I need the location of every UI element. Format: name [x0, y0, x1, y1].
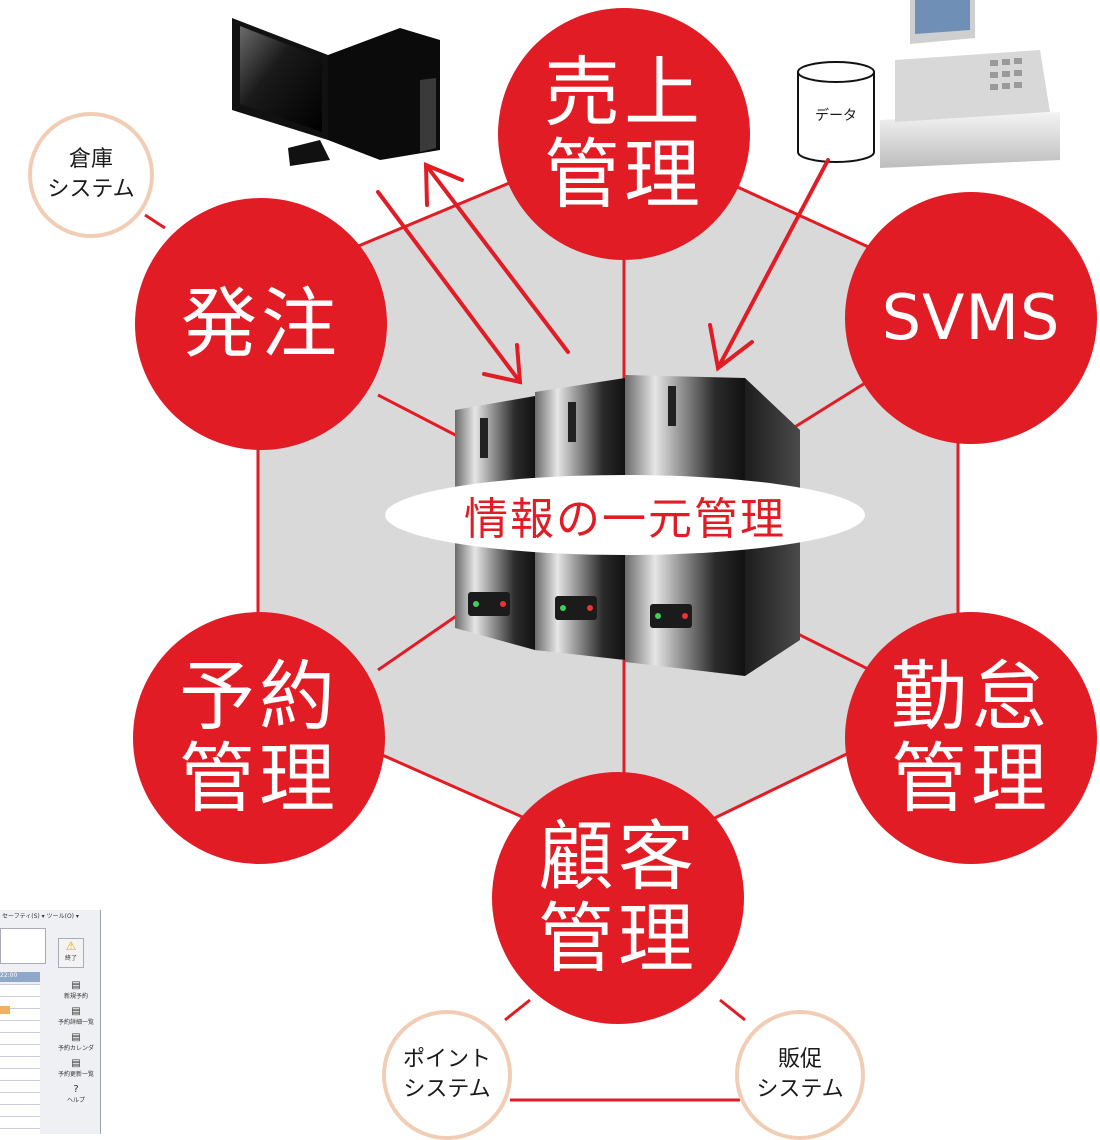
app-exit-label: 終了 — [64, 955, 77, 962]
node-order: 発注 — [135, 198, 387, 450]
app-button-label: 予約カレンダ — [58, 1045, 95, 1052]
reservation-block — [0, 1006, 10, 1014]
list-icon: ▤ — [71, 1058, 81, 1069]
pc-monitor-image — [232, 18, 440, 166]
list-icon: ▤ — [71, 1006, 81, 1017]
satellite-warehouse-line1: 倉庫 — [68, 147, 113, 173]
help-icon: ? — [73, 1084, 79, 1095]
app-button-new-booking[interactable]: ▤ 新規予約 — [58, 980, 94, 1006]
app-time-header: 22:00 — [0, 972, 40, 982]
node-order-line1: 発注 — [181, 278, 341, 368]
app-exit-button[interactable]: ⚠ 終了 — [58, 938, 84, 968]
app-button-label: 予約更新一覧 — [58, 1071, 95, 1078]
node-booking-line2: 管理 — [179, 734, 339, 823]
satellite-promo: 販促システム — [735, 1010, 865, 1140]
app-schedule-grid — [0, 984, 40, 1134]
satellite-warehouse: 倉庫システム — [28, 112, 154, 238]
cash-register-image — [880, 0, 1060, 168]
data-cylinder-label: データ — [815, 108, 857, 124]
app-button-label: ヘルプ — [66, 1097, 85, 1104]
node-customer: 顧客管理 — [492, 772, 744, 1024]
calendar-icon: ▤ — [71, 980, 81, 991]
satellite-promo-line1: 販促 — [777, 1047, 822, 1073]
node-sales: 売上管理 — [498, 8, 750, 260]
app-button-booking-list[interactable]: ▤ 予約詳細一覧 — [58, 1006, 94, 1032]
node-sales-line2: 管理 — [544, 130, 704, 219]
app-form-panel — [0, 928, 46, 964]
app-button-label: 予約詳細一覧 — [58, 1019, 95, 1026]
node-attendance: 勤怠管理 — [845, 612, 1097, 864]
satellite-points: ポイントシステム — [382, 1010, 512, 1140]
satellite-points-line1: ポイント — [402, 1047, 491, 1073]
app-thumbnail: セーフティ(S) ▾ ツール(O) ▾ ⚠ 終了 22:00 ▤ 新規予約 ▤ 予約… — [0, 910, 101, 1134]
node-attendance-line1: 勤怠 — [891, 651, 1051, 741]
app-button-column: ▤ 新規予約 ▤ 予約詳細一覧 ▤ 予約カレンダ ▤ 予約更新一覧 ? ヘルプ — [58, 980, 94, 1110]
satellite-points-line2: システム — [403, 1077, 491, 1102]
app-button-label: 新規予約 — [63, 993, 88, 1000]
calendar-icon: ▤ — [71, 1032, 81, 1043]
center-label: 情報の一元管理 — [385, 475, 865, 555]
node-booking: 予約管理 — [133, 612, 385, 864]
satellite-warehouse-line2: システム — [47, 177, 135, 202]
node-sales-line1: 売上 — [544, 47, 704, 137]
app-button-booking-calendar[interactable]: ▤ 予約カレンダ — [58, 1032, 94, 1058]
node-customer-line2: 管理 — [538, 894, 698, 983]
app-menu-bar: セーフティ(S) ▾ ツール(O) ▾ — [2, 913, 79, 920]
app-button-update-list[interactable]: ▤ 予約更新一覧 — [58, 1058, 94, 1084]
node-svms-line1: SVMS — [881, 280, 1061, 354]
node-attendance-line2: 管理 — [891, 734, 1051, 823]
warning-icon: ⚠ — [65, 939, 77, 953]
data-cylinder-icon — [797, 61, 875, 163]
node-booking-line1: 予約 — [179, 651, 339, 741]
flow-arrows — [376, 158, 830, 385]
node-customer-line1: 顧客 — [538, 811, 698, 901]
node-svms: SVMS — [845, 192, 1097, 444]
app-button-help[interactable]: ? ヘルプ — [58, 1084, 94, 1110]
satellite-promo-line2: システム — [756, 1077, 844, 1102]
